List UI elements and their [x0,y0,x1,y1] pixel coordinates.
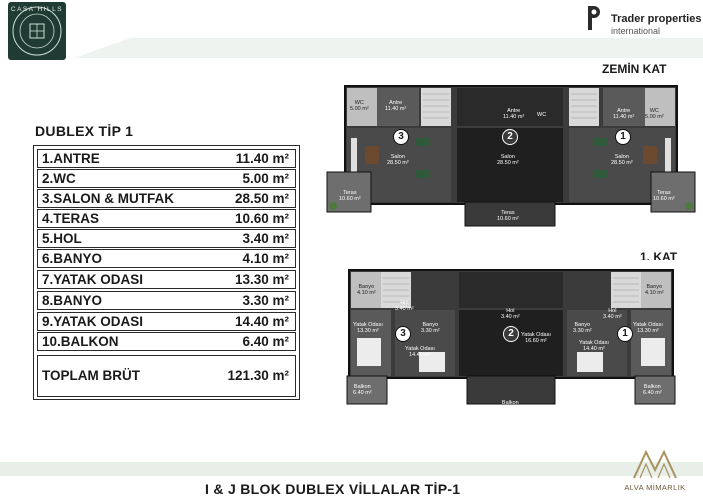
table-row: 7.YATAK ODASI 13.30 m² [37,270,296,289]
logo-text: CASA HILLS [10,6,64,13]
room-label-wc: WC [537,112,547,118]
room-name: 8.BANYO [42,293,103,308]
header: CASA HILLS Trader properties internation… [0,0,703,62]
table-row: 10.BALKON 6.40 m² [37,332,296,351]
table-title: DUBLEX TİP 1 [35,123,134,139]
table-row: 3.SALON & MUTFAK 28.50 m² [37,189,296,208]
unit-number-badge: 2 [502,129,518,145]
room-name: 5.HOL [42,231,82,246]
room-area: 3.40 m² [242,231,289,246]
room-area: 10.60 m² [234,211,289,226]
header-band [74,38,703,58]
footer-title: I & J BLOK DUBLEX VİLLALAR TİP-1 [205,481,461,497]
unit-number-badge: 2 [503,326,519,342]
room-name: 4.TERAS [42,211,100,226]
ground-floor-label: ZEMİN KAT [602,62,667,76]
total-label: TOPLAM BRÜT [42,368,140,383]
room-name: 6.BANYO [42,251,103,266]
alva-mark-icon [633,449,677,479]
alva-mimarlik-logo: ALVA MİMARLIK [624,446,686,496]
room-name: 9.YATAK ODASI [42,314,144,329]
footer-shape [150,476,703,500]
room-name: 2.WC [42,171,76,186]
first-floor-drawing [346,269,676,405]
unit-number-badge: 1 [615,129,631,145]
table-row: 9.YATAK ODASI 14.40 m² [37,312,296,331]
room-area: 13.30 m² [234,272,289,287]
table-row: 5.HOL 3.40 m² [37,229,296,248]
table-row: 4.TERAS 10.60 m² [37,209,296,228]
unit-number-badge: 1 [617,326,633,342]
room-area: 14.40 m² [234,314,289,329]
casa-hills-logo: CASA HILLS [8,2,66,60]
unit-number-badge: 3 [393,129,409,145]
agency-name: Trader properties [611,13,702,25]
room-area: 5.00 m² [242,171,289,186]
table-row: 6.BANYO 4.10 m² [37,249,296,268]
footer-band [0,462,703,476]
unit-number-badge: 3 [395,326,411,342]
room-area: 28.50 m² [234,191,289,206]
total-row: TOPLAM BRÜT 121.30 m² [37,355,296,397]
room-area: 4.10 m² [242,251,289,266]
room-name: 3.SALON & MUTFAK [42,191,175,206]
room-name: 7.YATAK ODASI [42,272,144,287]
casa-hills-seal-icon [12,6,62,56]
agency-subtitle: international [611,26,661,36]
room-name: 10.BALKON [42,334,119,349]
table-row: 8.BANYO 3.30 m² [37,291,296,310]
table-row: 1.ANTRE 11.40 m² [37,149,296,168]
room-area: 6.40 m² [242,334,289,349]
room-area: 11.40 m² [235,151,289,166]
trader-mark-icon [588,6,600,30]
room-name: 1.ANTRE [42,151,100,166]
table-row: 2.WC 5.00 m² [37,169,296,188]
architect-name: ALVA MİMARLIK [624,483,686,492]
area-table: 1.ANTRE 11.40 m² 2.WC 5.00 m² 3.SALON & MU… [33,145,300,400]
room-area: 3.30 m² [242,293,289,308]
total-area: 121.30 m² [227,368,289,383]
